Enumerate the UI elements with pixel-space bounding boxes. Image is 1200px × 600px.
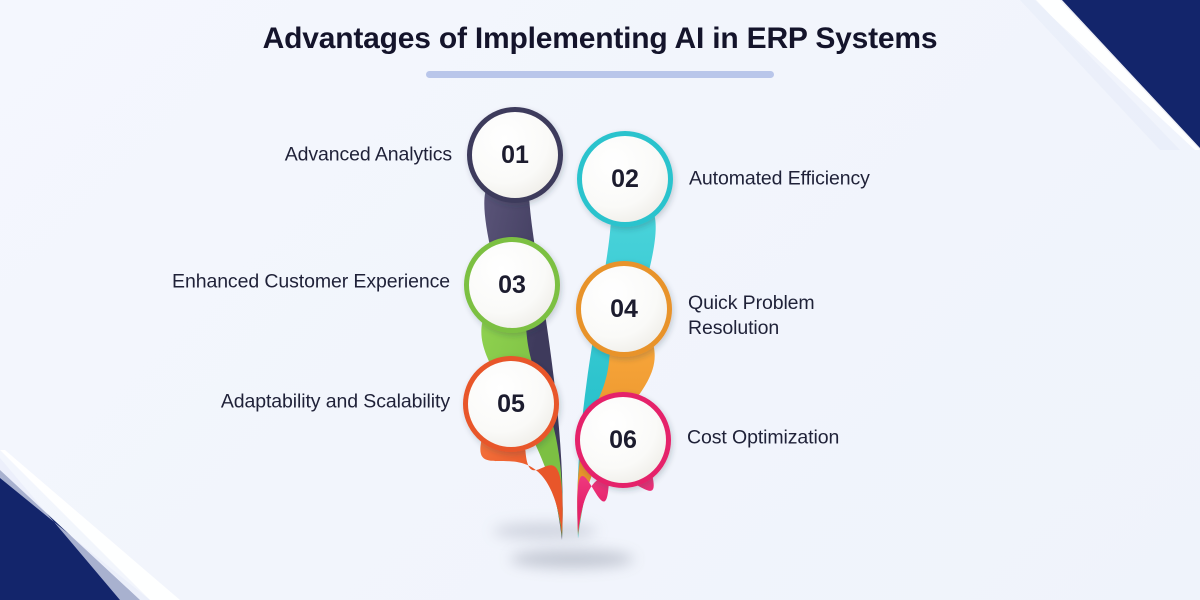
pin-label-02: Automated Efficiency — [689, 167, 870, 190]
pin-number-02: 02 — [611, 165, 639, 193]
base-shadow-group — [493, 523, 634, 568]
pin-ring-03 — [464, 237, 560, 333]
title-block: Advantages of Implementing AI in ERP Sys… — [0, 22, 1200, 78]
pin-ring-04 — [576, 261, 672, 357]
pin-marker-02[interactable]: 02 — [577, 131, 673, 227]
pin-number-05: 05 — [497, 390, 525, 418]
pin-label-01: Advanced Analytics — [284, 143, 452, 166]
pin-number-03: 03 — [498, 271, 526, 299]
pin-ring-06 — [575, 392, 671, 488]
page-title: Advantages of Implementing AI in ERP Sys… — [262, 22, 938, 55]
pin-label-04: Quick Problem Resolution — [688, 292, 815, 339]
pin-ring-05 — [463, 356, 559, 452]
pin-number-01: 01 — [501, 141, 529, 169]
pin-ring-02 — [577, 131, 673, 227]
pin-number-06: 06 — [609, 426, 637, 454]
pin-label-06: Cost Optimization — [687, 426, 840, 449]
pin-marker-04[interactable]: 04 — [576, 261, 672, 357]
pin-tail-05 — [480, 441, 563, 534]
pin-tail-06 — [577, 475, 654, 533]
pin-marker-01[interactable]: 01 — [467, 107, 563, 203]
pin-marker-06[interactable]: 06 — [575, 392, 671, 488]
pin-label-05: Adaptability and Scalability — [220, 390, 450, 413]
title-underline — [426, 70, 774, 78]
pin-marker-05[interactable]: 05 — [463, 356, 559, 452]
pin-circles-layer: 01 02 03 04 05 06 — [463, 107, 673, 488]
pin-label-03: Enhanced Customer Experience — [172, 270, 450, 293]
pin-marker-03[interactable]: 03 — [464, 237, 560, 333]
pin-number-04: 04 — [610, 295, 638, 323]
pin-ring-01 — [467, 107, 563, 203]
